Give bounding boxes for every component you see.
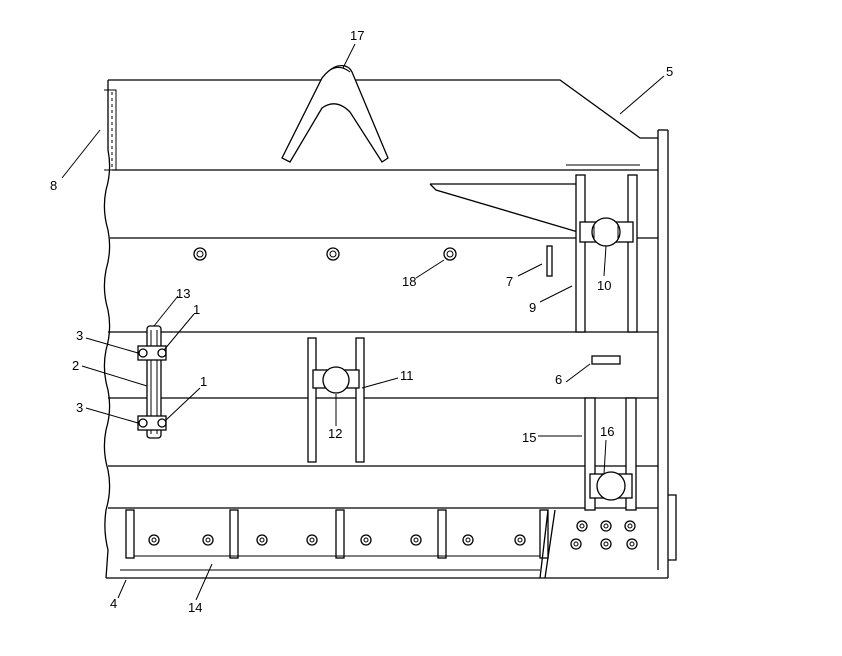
lifting-lug	[281, 64, 389, 163]
callout-15: 15	[522, 430, 536, 445]
callout-10: 10	[597, 278, 611, 293]
callout-17-lifting-lug: 17	[350, 28, 364, 43]
callouts: 17 5 8 18 7 10 9 13 1 3 2 1 3 11 12 6 15…	[50, 28, 673, 615]
callout-12: 12	[328, 426, 342, 441]
upper-bracket	[575, 174, 638, 333]
horizontal-bands	[108, 169, 658, 509]
callout-14: 14	[188, 600, 202, 615]
callout-1-bottom: 1	[200, 374, 207, 389]
callout-11: 11	[400, 368, 414, 383]
diagonal-strut	[429, 183, 579, 233]
callout-6: 6	[555, 372, 562, 387]
end-plate	[104, 89, 117, 171]
callout-16: 16	[600, 424, 614, 439]
callout-2: 2	[72, 358, 79, 373]
callout-18: 18	[402, 274, 416, 289]
callout-8: 8	[50, 178, 57, 193]
small-bar	[546, 245, 553, 277]
middle-bracket	[307, 337, 365, 463]
holes	[193, 247, 457, 261]
slot	[591, 355, 621, 365]
callout-3-top: 3	[76, 328, 83, 343]
bolt-plate-row	[125, 509, 638, 579]
callout-3-bottom: 3	[76, 400, 83, 415]
bolts	[148, 520, 638, 550]
callout-4: 4	[110, 596, 117, 611]
callout-7: 7	[506, 274, 513, 289]
callout-5: 5	[666, 64, 673, 79]
callout-13: 13	[176, 286, 190, 301]
link-assembly	[137, 325, 167, 439]
lower-bracket	[584, 397, 637, 511]
callout-1-top: 1	[193, 302, 200, 317]
callout-9: 9	[529, 300, 536, 315]
leader-lines	[61, 43, 665, 601]
frame-outline	[103, 79, 677, 579]
